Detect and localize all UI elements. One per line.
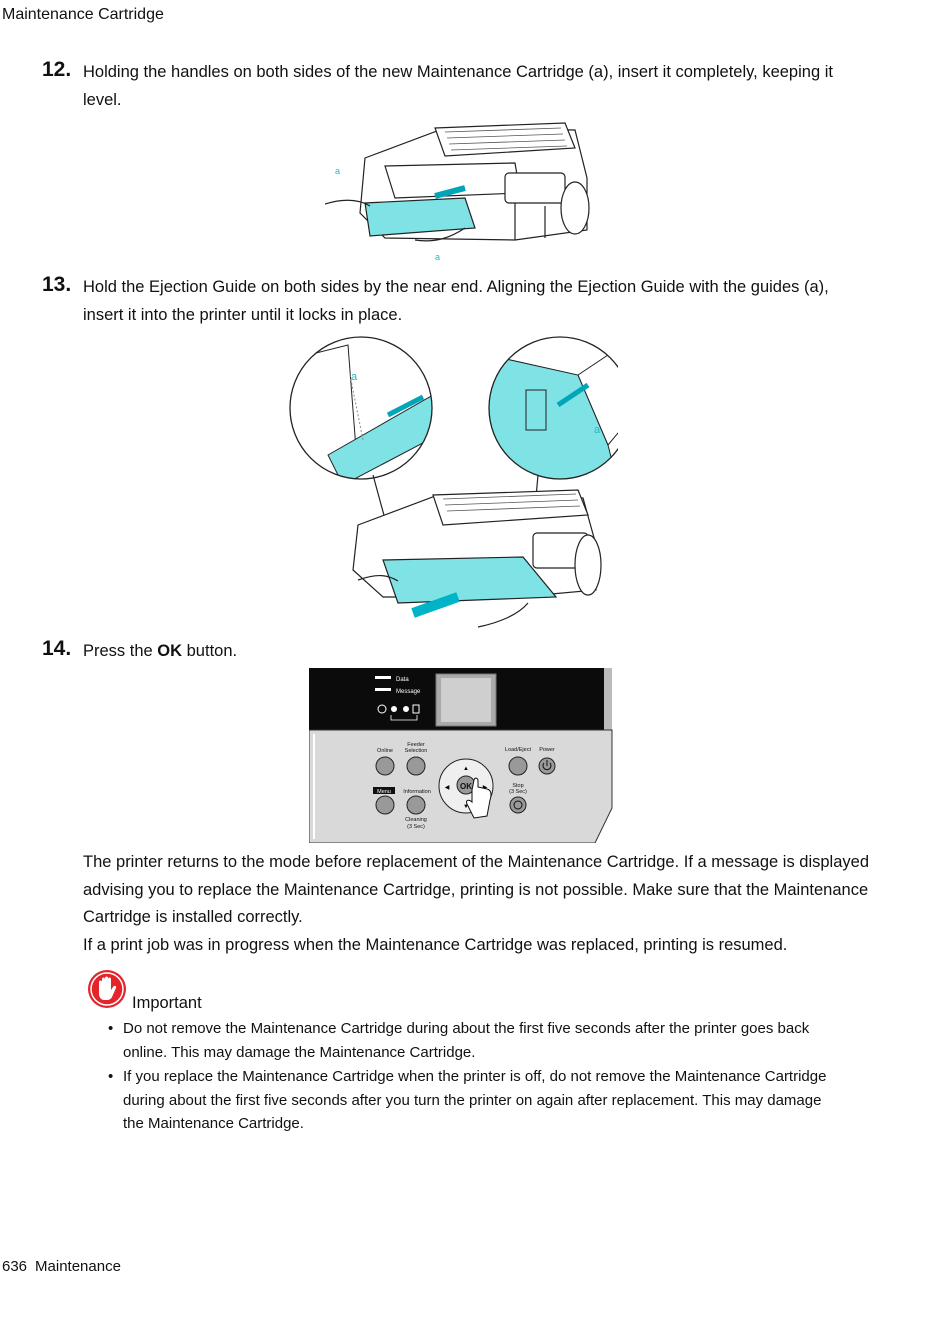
ejection-guide-illustration: a a bbox=[289, 336, 618, 628]
cleaning-label-1: Cleaning bbox=[405, 817, 427, 823]
list-item: If you replace the Maintenance Cartridge… bbox=[108, 1065, 828, 1136]
step-number: 14. bbox=[42, 637, 72, 660]
feeder-selection-label-1: Feeder bbox=[407, 742, 425, 748]
step-text: Hold the Ejection Guide on both sides by… bbox=[83, 278, 829, 324]
feeder-selection-button[interactable] bbox=[406, 756, 426, 776]
callout-a-right: a bbox=[594, 424, 601, 436]
data-lamp-label: Data bbox=[396, 677, 409, 683]
paragraph: If a print job was in progress when the … bbox=[83, 935, 788, 954]
svg-text:▶: ▶ bbox=[483, 785, 488, 791]
message-lamp-label: Message bbox=[396, 689, 421, 695]
svg-text:▼: ▼ bbox=[463, 804, 469, 810]
insert-cartridge-illustration: a a bbox=[325, 122, 590, 262]
menu-label: Menu bbox=[377, 789, 391, 795]
information-button[interactable] bbox=[406, 795, 426, 815]
ok-keyword: OK bbox=[157, 642, 183, 660]
callout-a-1: a bbox=[335, 166, 340, 176]
callout-a-left: a bbox=[351, 371, 358, 383]
control-panel-illustration: Data Message Online Feeder Selection Loa… bbox=[309, 668, 613, 843]
callout-a-2: a bbox=[435, 252, 440, 262]
load-eject-label: Load/Eject bbox=[505, 747, 531, 753]
power-label: Power bbox=[539, 747, 555, 753]
load-eject-button[interactable] bbox=[508, 756, 528, 776]
result-description: The printer returns to the mode before r… bbox=[83, 849, 873, 959]
menu-button[interactable] bbox=[375, 795, 395, 815]
footer-section: Maintenance bbox=[35, 1258, 121, 1275]
important-hand-icon bbox=[88, 970, 126, 1008]
step-text: Holding the handles on both sides of the… bbox=[83, 63, 833, 109]
stop-label-1: Stop bbox=[512, 783, 523, 789]
paragraph: The printer returns to the mode before r… bbox=[83, 853, 870, 926]
step-number: 12. bbox=[42, 58, 72, 81]
stop-label-2: (3 Sec) bbox=[509, 789, 527, 795]
feeder-selection-label-2: Selection bbox=[405, 748, 428, 754]
online-button[interactable] bbox=[375, 756, 395, 776]
important-list: Do not remove the Maintenance Cartridge … bbox=[108, 1017, 828, 1137]
running-header: Maintenance Cartridge bbox=[2, 6, 164, 23]
information-label: Information bbox=[403, 789, 431, 795]
online-label: Online bbox=[377, 748, 393, 754]
stop-button[interactable] bbox=[509, 796, 527, 814]
step-text: Press the OK button. bbox=[83, 642, 238, 660]
page-footer: 636 Maintenance bbox=[2, 1258, 121, 1275]
step-number: 13. bbox=[42, 273, 72, 296]
list-item: Do not remove the Maintenance Cartridge … bbox=[108, 1017, 828, 1064]
important-title: Important bbox=[132, 994, 202, 1012]
page-number: 636 bbox=[2, 1258, 28, 1275]
ok-button-label: OK bbox=[460, 782, 472, 791]
svg-text:▲: ▲ bbox=[463, 766, 469, 772]
cleaning-label-2: (3 Sec) bbox=[407, 824, 425, 830]
svg-text:◀: ◀ bbox=[445, 785, 450, 791]
